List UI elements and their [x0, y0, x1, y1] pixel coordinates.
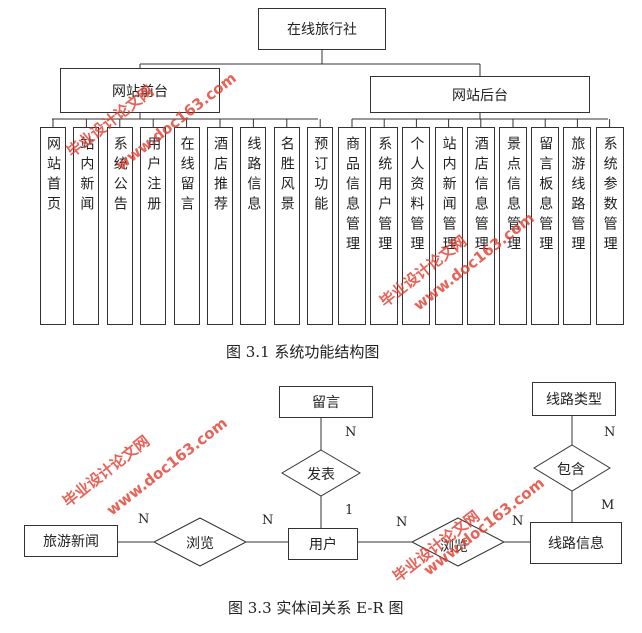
left-group-label: 网站前台: [112, 83, 168, 100]
front-item-label: 名胜风景: [278, 136, 295, 216]
entity-news: 旅游新闻: [24, 525, 118, 557]
relation-contain-label: 包含: [557, 462, 585, 478]
relation-browse-news-label: 浏览: [186, 536, 214, 552]
back-item-label: 系统用户管理: [376, 136, 393, 256]
card-route-m: M: [601, 498, 615, 513]
back-item-label: 景点信息管理: [505, 136, 521, 256]
front-item-3: 系统公告: [106, 127, 133, 325]
card-type-n: N: [604, 425, 616, 440]
card-news-n: N: [138, 512, 150, 527]
relation-publish-label: 发表: [307, 467, 335, 483]
relation-browse-route-shape: [410, 517, 506, 567]
front-item-label: 预订功能: [312, 136, 329, 216]
back-item-1: 商品信息管理: [338, 127, 366, 325]
relation-browse-news-shape: [152, 517, 248, 567]
right-group-label: 网站后台: [452, 87, 508, 104]
entity-route-info: 线路信息: [530, 522, 622, 564]
tree-root-box: 在线旅行社: [258, 8, 386, 50]
front-item-label: 在线留言: [178, 136, 195, 216]
relation-browse-route-label: 浏览: [440, 539, 468, 555]
front-item-label: 酒店推荐: [212, 136, 228, 216]
front-item-5: 在线留言: [173, 127, 200, 325]
entity-user: 用户: [288, 528, 358, 560]
back-item-label: 站内新闻管理: [440, 136, 457, 256]
entity-route-info-label: 线路信息: [548, 536, 604, 552]
card-user-one: 1: [345, 503, 354, 518]
card-message-n: N: [345, 425, 357, 440]
front-item-7: 线路信息: [240, 127, 267, 325]
left-group-box: 网站前台: [60, 68, 220, 113]
card-user-n-right: N: [396, 515, 408, 530]
entity-user-label: 用户: [309, 537, 337, 553]
front-item-2: 站内新闻: [73, 127, 100, 325]
back-item-3: 个人资料管理: [402, 127, 431, 325]
back-item-6: 景点信息管理: [499, 127, 527, 325]
relation-publish-shape: [281, 449, 361, 497]
entity-message: 留言: [279, 386, 373, 418]
back-item-2: 系统用户管理: [370, 127, 399, 325]
back-item-5: 酒店信息管理: [466, 127, 495, 325]
back-item-label: 酒店信息管理: [472, 136, 489, 256]
back-item-8: 旅游线路管理: [563, 127, 592, 325]
back-item-9: 系统参数管理: [595, 127, 624, 325]
front-item-6: 酒店推荐: [207, 127, 233, 325]
relation-contain-shape: [533, 444, 611, 492]
entity-message-label: 留言: [312, 395, 340, 411]
front-item-4: 用户注册: [140, 127, 167, 325]
right-group-box: 网站后台: [370, 76, 590, 113]
back-item-4: 站内新闻管理: [434, 127, 463, 325]
card-user-n-left: N: [262, 513, 274, 528]
tree-root-label: 在线旅行社: [287, 22, 357, 38]
card-route-n: N: [512, 514, 524, 529]
front-item-1: 网站首页: [40, 127, 66, 325]
front-item-label: 网站首页: [45, 136, 61, 216]
front-item-9: 预订功能: [307, 127, 334, 325]
back-item-label: 商品信息管理: [344, 136, 360, 256]
back-item-label: 旅游线路管理: [569, 136, 586, 256]
back-item-label: 个人资料管理: [408, 136, 425, 256]
front-item-label: 系统公告: [111, 136, 128, 216]
er-caption: 图 3.3 实体间关系 E-R 图: [228, 599, 404, 617]
back-item-label: 留言板息管理: [537, 136, 554, 256]
back-item-7: 留言板息管理: [531, 127, 560, 325]
front-item-label: 线路信息: [245, 136, 262, 216]
back-item-label: 系统参数管理: [601, 136, 618, 256]
front-item-label: 用户注册: [145, 136, 162, 216]
entity-route-type-label: 线路类型: [546, 392, 602, 408]
front-item-8: 名胜风景: [273, 127, 300, 325]
entity-route-type: 线路类型: [532, 382, 616, 416]
entity-news-label: 旅游新闻: [43, 534, 99, 550]
tree-caption: 图 3.1 系统功能结构图: [226, 343, 380, 361]
front-item-label: 站内新闻: [78, 136, 95, 216]
